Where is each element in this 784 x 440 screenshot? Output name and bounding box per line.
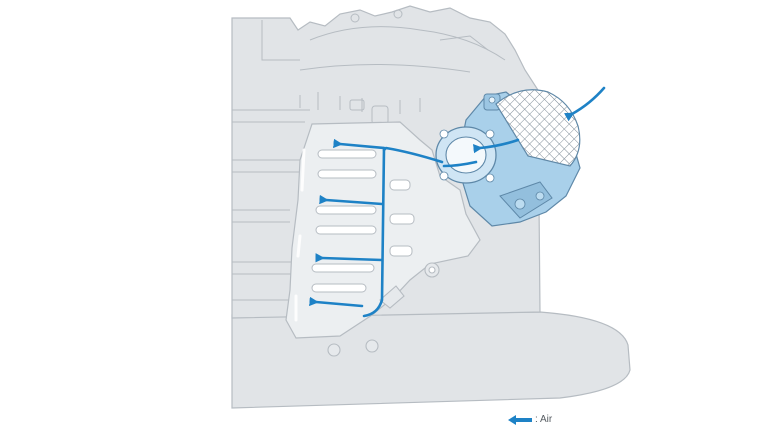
air-flow-arrow-icon bbox=[333, 138, 386, 150]
mesh-screen bbox=[495, 89, 581, 167]
throttle-bore bbox=[435, 126, 497, 184]
manifold-highlights bbox=[294, 148, 306, 322]
air-flow-arrow-icon bbox=[315, 253, 384, 263]
air-flow-arrow-icon bbox=[319, 194, 384, 206]
air-flow-arrows bbox=[309, 86, 606, 318]
engine-side-ribs bbox=[232, 109, 310, 301]
manifold-runners bbox=[311, 149, 415, 293]
air-flow-arrow-icon bbox=[442, 160, 478, 168]
legend: : Air bbox=[508, 412, 552, 428]
engine-top-details bbox=[261, 9, 506, 125]
air-flow-arrow-icon bbox=[473, 138, 520, 154]
air-flow-arrow-icon bbox=[563, 86, 606, 122]
left-arrow-icon bbox=[508, 415, 532, 425]
air-flow-arrow-icon bbox=[382, 146, 444, 164]
air-flow-arrow-icon bbox=[309, 296, 364, 308]
manifold-mounts bbox=[327, 262, 440, 357]
air-flow-arrow-icon bbox=[362, 146, 386, 318]
legend-label: : Air bbox=[535, 414, 553, 425]
